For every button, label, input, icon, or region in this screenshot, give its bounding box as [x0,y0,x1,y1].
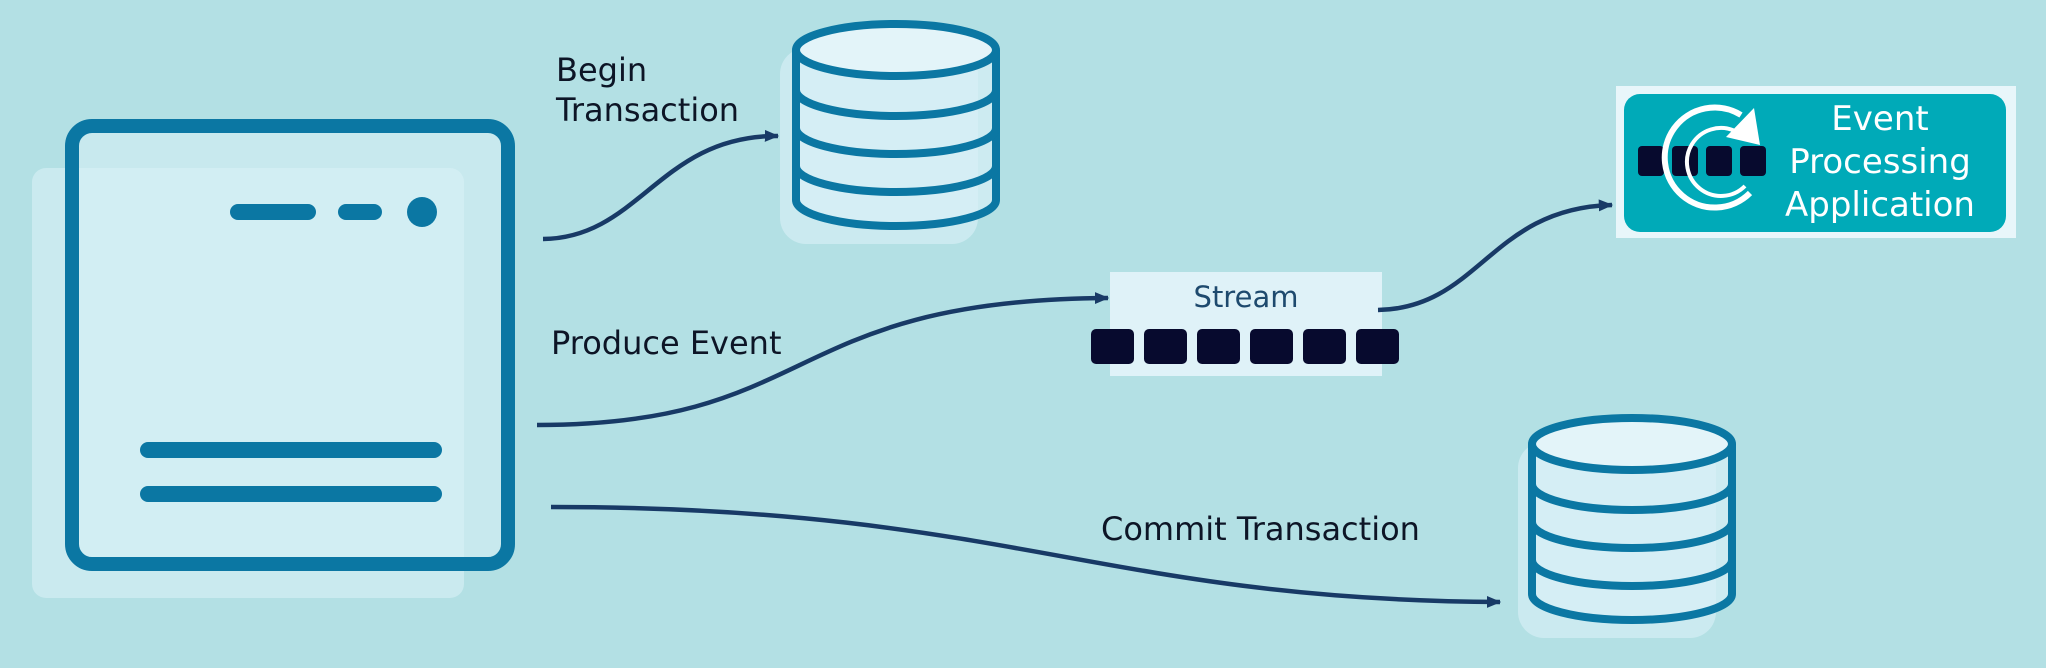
application-window-icon [32,119,515,598]
event-block [1197,329,1240,364]
event-block [1250,329,1293,364]
commit-transaction-arrow [550,504,1502,608]
app-title-line1: Event [1831,99,1929,139]
begin-label-line1: Begin [556,51,648,89]
begin-transaction-label: Begin Transaction [556,50,739,130]
database-icon-bottom [1518,414,1736,638]
commit-transaction-label: Commit Transaction [1101,510,1420,548]
database-icon-top [780,20,1000,244]
event-block [1091,329,1134,364]
produce-event-arrow [536,292,1110,428]
stream-to-app-arrow [1377,199,1614,313]
event-processing-app-box [1616,86,2016,238]
event-block [1356,329,1399,364]
app-title-line2: Processing [1789,142,1971,182]
refresh-icon [1661,104,1760,211]
produce-event-label: Produce Event [551,324,782,362]
event-processing-app-title: Event Processing Application [1760,98,2000,227]
app-title-line3: Application [1785,185,1975,225]
event-block [1144,329,1187,364]
begin-label-line2: Transaction [556,91,740,129]
stream-box [1091,272,1399,376]
begin-transaction-arrow [542,129,780,242]
event-block [1303,329,1346,364]
stream-title: Stream [1193,280,1299,314]
